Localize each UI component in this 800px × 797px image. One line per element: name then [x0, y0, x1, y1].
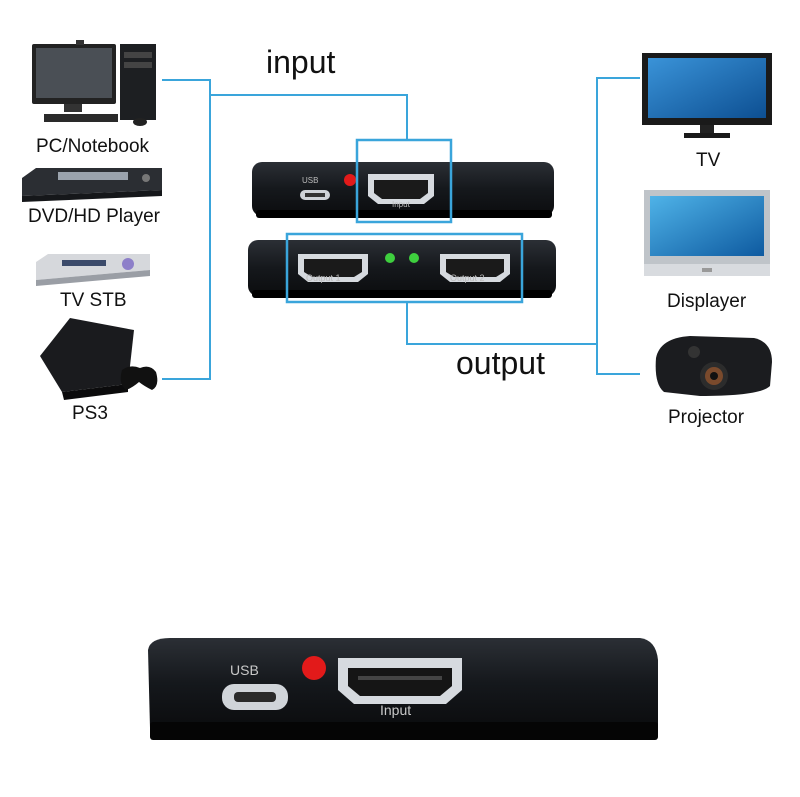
tv-icon	[642, 53, 772, 138]
input-connector-lines	[162, 79, 408, 380]
power-led	[344, 174, 356, 186]
display-label-projector: Projector	[668, 407, 745, 428]
splitter-bottom-unit	[248, 240, 556, 298]
monitor-icon	[644, 190, 770, 276]
pc-notebook-icon	[32, 40, 156, 126]
projector-icon	[655, 336, 772, 396]
output-2-led	[409, 253, 419, 263]
dvd-player-icon	[22, 168, 162, 202]
output-connector-lines	[406, 77, 640, 375]
output-highlight-box	[285, 232, 524, 304]
tv-stb-icon	[36, 254, 150, 286]
input-highlight-box	[355, 138, 453, 224]
output-1-led	[385, 253, 395, 263]
display-label-monitor: Displayer	[667, 291, 747, 312]
output-heading: output	[456, 345, 545, 381]
closeup-splitter-unit	[148, 638, 658, 740]
output1-print-label: Output 1	[306, 273, 341, 283]
ps3-console-icon	[40, 318, 158, 400]
source-label-pc: PC/Notebook	[36, 136, 150, 157]
source-label-ps3: PS3	[72, 403, 108, 424]
display-label-tv: TV	[696, 150, 721, 171]
input-print-label: Input	[392, 200, 410, 209]
closeup-input-print-label: Input	[380, 702, 412, 718]
output2-print-label: Output 2	[450, 273, 485, 283]
source-label-dvd: DVD/HD Player	[28, 206, 160, 227]
input-heading: input	[266, 44, 336, 80]
closeup-usb-print-label: USB	[230, 662, 259, 678]
usb-print-label: USB	[302, 176, 319, 185]
source-label-stb: TV STB	[60, 290, 127, 311]
splitter-top-unit	[252, 162, 554, 218]
closeup-power-led	[302, 656, 326, 680]
